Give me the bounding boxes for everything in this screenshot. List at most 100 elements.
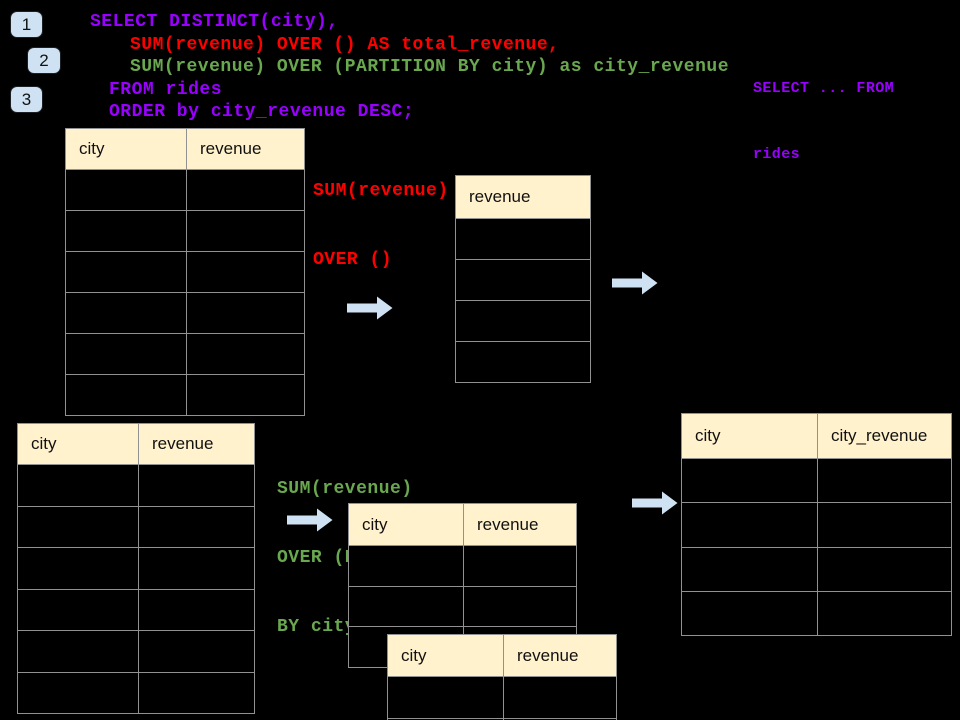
- table-row: [349, 585, 576, 627]
- table-header-row: city revenue: [349, 504, 576, 546]
- table-cell: [456, 260, 590, 300]
- table-cell: [66, 293, 186, 333]
- table-cell: [456, 219, 590, 259]
- table-cell: [186, 211, 304, 251]
- table-row: [18, 671, 254, 714]
- sql-line-order-by: ORDER by city_revenue DESC;: [109, 102, 415, 122]
- table-row: [66, 170, 304, 210]
- column-header-city: city: [31, 434, 57, 453]
- table-row: [456, 219, 590, 259]
- table-row: [388, 677, 616, 718]
- sql-line-total-revenue: SUM(revenue) OVER () AS total_revenue,: [130, 35, 560, 55]
- table-header-row: city city_revenue: [682, 414, 951, 459]
- table-cell: [349, 587, 463, 627]
- column-header-revenue: revenue: [469, 187, 531, 206]
- table-row: [18, 505, 254, 548]
- table-row: [682, 502, 951, 547]
- column-header-city-revenue: city_revenue: [817, 414, 951, 458]
- table-cell: [463, 546, 576, 586]
- column-header-revenue: revenue: [503, 635, 616, 676]
- column-header-city: city: [695, 426, 721, 445]
- table-cell: [18, 673, 138, 714]
- table-header-row: revenue: [456, 176, 590, 219]
- step-badge-1: 1: [11, 12, 42, 37]
- table-cell: [682, 459, 817, 502]
- step-badge-3-label: 3: [21, 89, 32, 109]
- table-row: [66, 210, 304, 251]
- table-row: [18, 630, 254, 672]
- note-select-from-rides: SELECT ... FROM rides: [753, 34, 894, 210]
- table-total-revenue: revenue: [455, 175, 591, 383]
- table-header-row: city revenue: [388, 635, 616, 677]
- table-cell: [503, 718, 616, 720]
- table-cell: [138, 672, 254, 713]
- step-badge-2-label: 2: [39, 50, 49, 70]
- column-header-city: city: [79, 139, 105, 158]
- table-source-top: city revenue: [65, 128, 305, 416]
- step-badge-2: 2: [28, 48, 60, 73]
- table-row: [388, 717, 616, 720]
- step-badge-3: 3: [11, 87, 42, 112]
- table-cell: [186, 334, 304, 374]
- table-row: [66, 292, 304, 333]
- arrow-right-icon: [347, 296, 393, 320]
- table-cell: [817, 503, 951, 547]
- table-city-revenue-result: city city_revenue: [681, 413, 952, 636]
- sql-line-select: SELECT DISTINCT(city),: [90, 12, 339, 32]
- table-cell: [186, 170, 304, 210]
- table-row: [18, 547, 254, 589]
- table-row: [682, 546, 951, 591]
- table-cell: [463, 586, 576, 627]
- table-row: [18, 588, 254, 631]
- table-cell: [18, 507, 138, 548]
- table-cell: [456, 342, 590, 382]
- table-cell: [66, 334, 186, 374]
- table-row: [456, 341, 590, 382]
- table-cell: [138, 548, 254, 589]
- table-row: [66, 374, 304, 415]
- label-total-line-1: SUM(revenue): [313, 181, 449, 201]
- table-cell: [18, 548, 138, 589]
- table-source-bottom: city revenue: [17, 423, 255, 714]
- table-cell: [18, 465, 138, 506]
- table-row: [66, 251, 304, 292]
- arrow-right-icon: [287, 508, 333, 532]
- table-cell: [388, 677, 503, 718]
- table-header-row: city revenue: [18, 424, 254, 465]
- table-cell: [138, 589, 254, 630]
- note-line-2: rides: [753, 146, 801, 163]
- table-cell: [138, 465, 254, 506]
- table-cell: [66, 252, 186, 292]
- sql-line-from: FROM rides: [109, 80, 223, 100]
- table-cell: [682, 548, 817, 591]
- table-cell: [66, 211, 186, 251]
- table-row: [66, 333, 304, 374]
- table-row: [18, 465, 254, 506]
- table-cell: [66, 170, 186, 210]
- table-cell: [817, 591, 951, 635]
- table-cell: [18, 590, 138, 631]
- note-line-1: SELECT ... FROM: [753, 80, 895, 97]
- column-header-city: city: [362, 514, 388, 534]
- column-header-city: city: [401, 645, 427, 665]
- table-cell: [817, 459, 951, 503]
- sql-line-city-revenue: SUM(revenue) OVER (PARTITION BY city) as…: [130, 57, 729, 77]
- step-badge-1-label: 1: [21, 14, 32, 34]
- table-row: [682, 459, 951, 503]
- table-cell: [138, 631, 254, 672]
- table-cell: [682, 503, 817, 546]
- table-cell: [503, 677, 616, 718]
- table-row: [456, 259, 590, 300]
- table-cell: [186, 252, 304, 292]
- label-sum-over-total: SUM(revenue) OVER (): [313, 134, 449, 318]
- table-cell: [186, 293, 304, 333]
- arrow-right-icon: [632, 491, 678, 515]
- table-partition-b: city revenue: [387, 634, 617, 720]
- label-total-line-2: OVER (): [313, 250, 393, 270]
- arrow-right-icon: [612, 271, 658, 295]
- table-cell: [682, 592, 817, 635]
- table-row: [456, 300, 590, 341]
- table-row: [349, 546, 576, 586]
- table-row: [682, 590, 951, 635]
